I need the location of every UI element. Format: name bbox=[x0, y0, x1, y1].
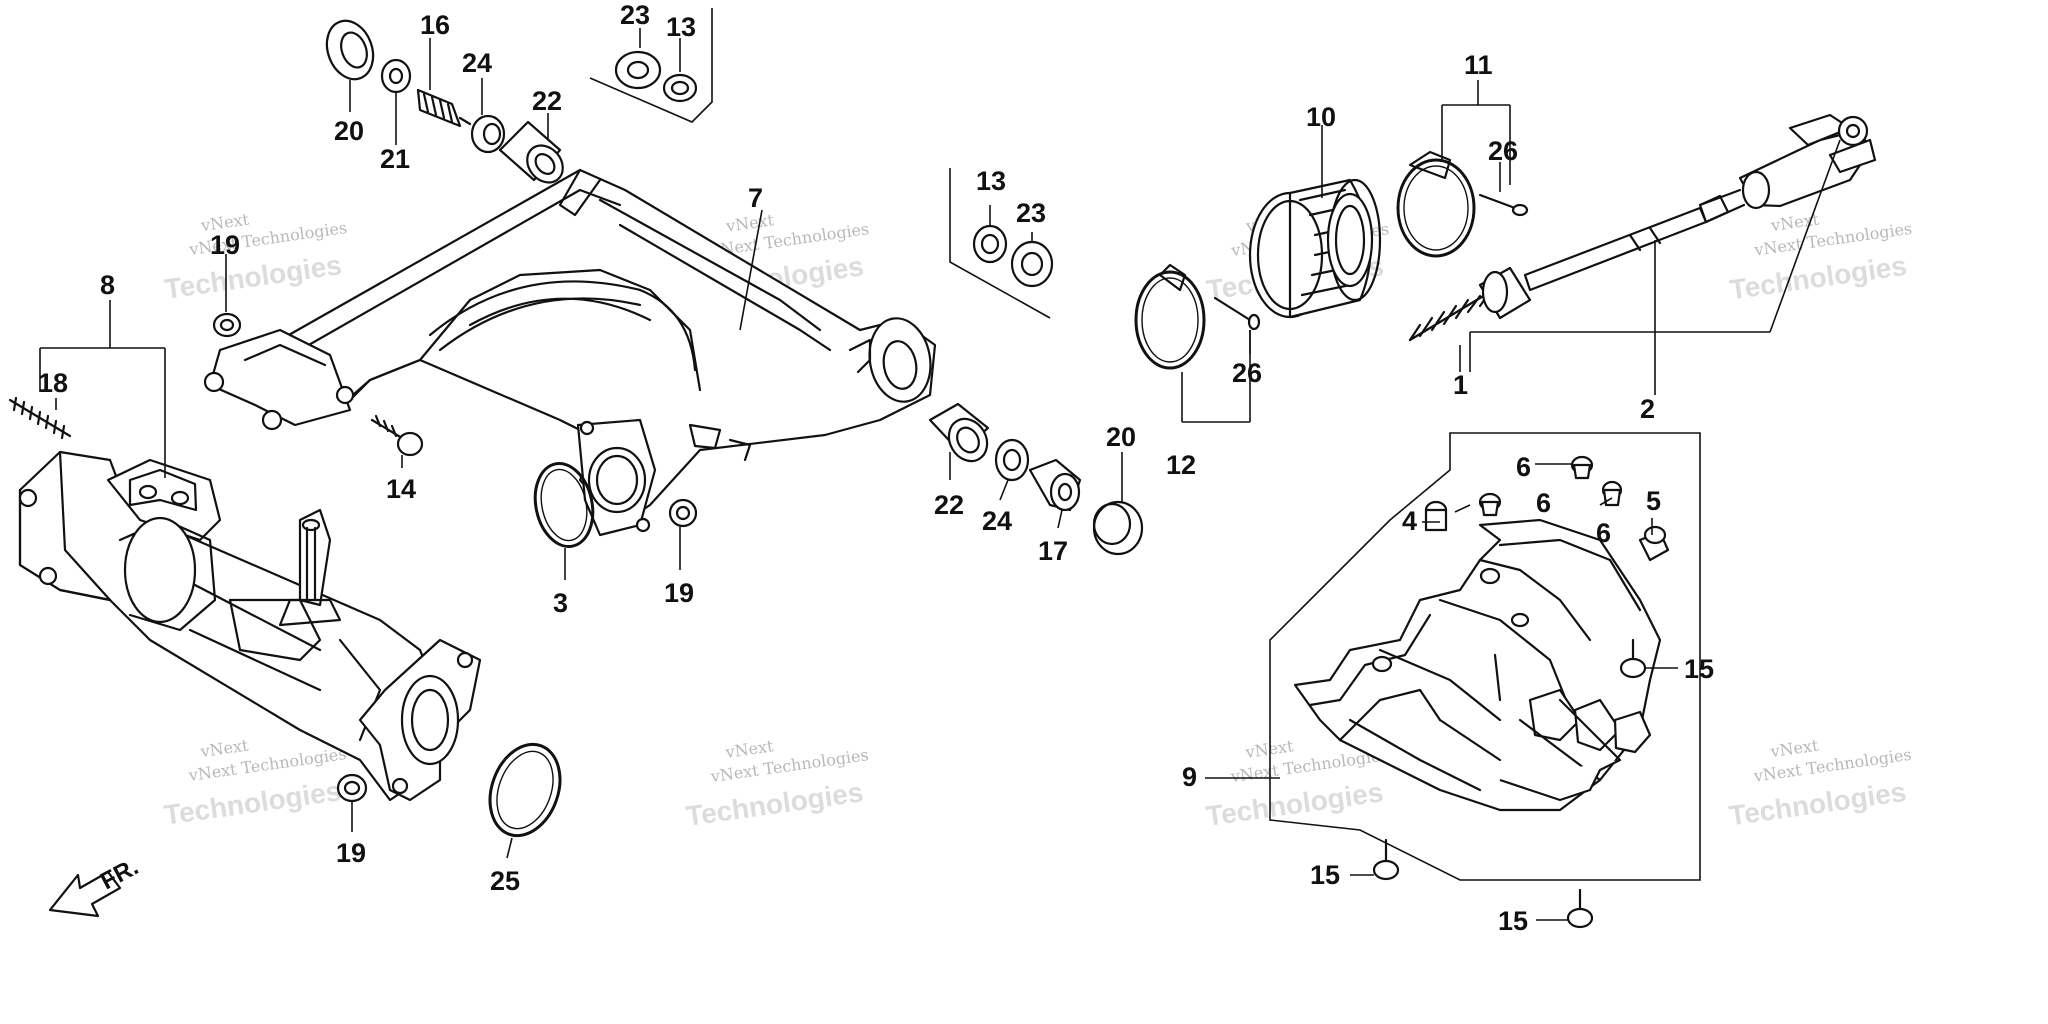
part-25-o-ring bbox=[488, 742, 562, 838]
callout-8: 8 bbox=[100, 270, 115, 300]
callout-17: 17 bbox=[1038, 536, 1068, 566]
part-26-screw-lower bbox=[1213, 296, 1261, 331]
callout-labels: 20 21 16 24 22 23 13 7 8 19 18 14 3 19 1… bbox=[38, 0, 1714, 936]
callout-7: 7 bbox=[748, 183, 763, 213]
callout-16: 16 bbox=[420, 10, 450, 40]
callout-5: 5 bbox=[1646, 486, 1661, 516]
part-5-collar bbox=[1638, 525, 1670, 562]
part-10-boot bbox=[1248, 178, 1382, 319]
part-14-bolt bbox=[370, 414, 424, 457]
callout-19-center: 19 bbox=[664, 578, 694, 608]
watermark-top-right: vNext vNext Technologies Technologies bbox=[1728, 209, 1914, 305]
callout-19-bottom: 19 bbox=[336, 838, 366, 868]
part-16-bolt bbox=[416, 88, 472, 128]
part-13-seal-top bbox=[662, 73, 698, 103]
part-9-skid-plate bbox=[1293, 518, 1662, 812]
part-23-bearing-mid bbox=[1010, 240, 1054, 288]
watermark-bottom-center: vNext vNext Technologies Technologies bbox=[684, 736, 870, 832]
callout-3: 3 bbox=[553, 588, 568, 618]
callout-23-mid: 23 bbox=[1016, 198, 1046, 228]
part-22-bushing-top bbox=[498, 120, 564, 184]
callout-24-right: 24 bbox=[982, 506, 1012, 536]
callout-6-a: 6 bbox=[1516, 452, 1531, 482]
callout-4: 4 bbox=[1402, 506, 1417, 536]
part-6-bolt-a bbox=[1570, 455, 1594, 480]
part-24-washer-top bbox=[470, 114, 506, 154]
callout-20-top: 20 bbox=[334, 116, 364, 146]
callout-6-c: 6 bbox=[1596, 518, 1611, 548]
callout-9: 9 bbox=[1182, 762, 1197, 792]
callout-13-top: 13 bbox=[666, 12, 696, 42]
callout-15-right: 15 bbox=[1684, 654, 1714, 684]
leader-lines bbox=[39, 28, 1841, 921]
callout-23-top: 23 bbox=[620, 0, 650, 30]
callout-20-right: 20 bbox=[1106, 422, 1136, 452]
callout-15-bottom-a: 15 bbox=[1310, 860, 1340, 890]
callout-26-lower: 26 bbox=[1232, 358, 1262, 388]
part-21-nut bbox=[380, 58, 412, 94]
watermark-brand: vNext bbox=[723, 736, 775, 762]
callout-13-mid: 13 bbox=[976, 166, 1006, 196]
part-19-nut-center bbox=[668, 498, 698, 528]
part-8-axle-housing bbox=[18, 450, 482, 802]
watermark-brand: vNext bbox=[198, 736, 250, 762]
callout-21: 21 bbox=[380, 144, 410, 174]
part-26-screw-upper bbox=[1478, 193, 1529, 217]
part-20-dust-cap-right bbox=[1092, 500, 1144, 556]
part-20-dust-cap-top bbox=[325, 19, 375, 81]
part-11-boot-clamp-upper bbox=[1396, 150, 1476, 258]
watermark-top-left: vNext vNext Technologies Technologies bbox=[163, 209, 349, 304]
callout-2: 2 bbox=[1640, 394, 1655, 424]
part-19-nut-left-top bbox=[212, 312, 242, 338]
part-15-bolt-bottom-b bbox=[1566, 888, 1594, 929]
part-3-o-ring bbox=[533, 462, 595, 548]
skid-plate-group-outline bbox=[1269, 432, 1701, 881]
part-4-collar bbox=[1424, 500, 1448, 532]
part-7-swingarm bbox=[203, 168, 937, 537]
callout-18: 18 bbox=[38, 368, 68, 398]
part-15-bolt-bottom-a bbox=[1372, 838, 1400, 881]
callout-25: 25 bbox=[490, 866, 520, 896]
bracket-23-13-top bbox=[589, 8, 713, 123]
callout-6-b: 6 bbox=[1536, 488, 1551, 518]
callout-26-upper: 26 bbox=[1488, 136, 1518, 166]
part-19-nut-bottom bbox=[336, 773, 368, 803]
callout-22-top: 22 bbox=[532, 86, 562, 116]
part-17-adjusting-bolt bbox=[1028, 458, 1082, 512]
part-24-washer-right bbox=[994, 438, 1030, 482]
callout-15-bottom-b: 15 bbox=[1498, 906, 1528, 936]
bracket-13-23-mid bbox=[949, 168, 1051, 319]
part-18-stud bbox=[8, 396, 72, 440]
part-23-bearing-top bbox=[614, 50, 662, 90]
front-direction-arrow: FR. bbox=[48, 853, 143, 918]
part-12-boot-clamp-lower bbox=[1134, 263, 1206, 370]
callout-10: 10 bbox=[1306, 102, 1336, 132]
callout-12: 12 bbox=[1166, 450, 1196, 480]
watermark-bottom-right: vNext vNext Technologies Technologies bbox=[1727, 736, 1913, 832]
callout-22-right: 22 bbox=[934, 490, 964, 520]
watermark-brand: vNext bbox=[1768, 736, 1820, 762]
part-13-seal-mid bbox=[972, 224, 1008, 264]
callout-24-top: 24 bbox=[462, 48, 492, 78]
part-6-bolt-b bbox=[1478, 492, 1502, 517]
part-22-bushing-right bbox=[928, 402, 990, 463]
callout-11: 11 bbox=[1464, 50, 1493, 80]
callout-1: 1 bbox=[1453, 370, 1468, 400]
watermark-brand: vNext bbox=[724, 210, 776, 236]
part-1-spring bbox=[1408, 290, 1492, 342]
callout-19-left: 19 bbox=[210, 230, 240, 260]
callout-14: 14 bbox=[386, 474, 416, 504]
